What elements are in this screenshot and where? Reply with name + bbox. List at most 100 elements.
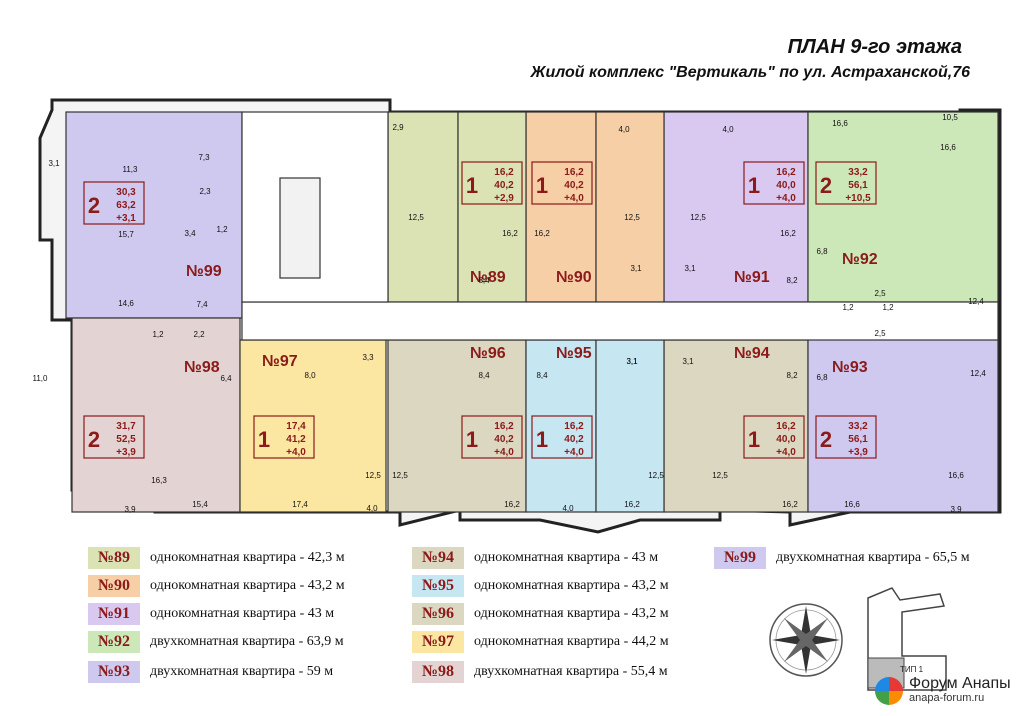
room-area-label: 1,2 <box>216 225 228 234</box>
room-area-label: 2,5 <box>874 289 886 298</box>
apartment-8 <box>525 339 597 513</box>
watermark-line1: Форум Анапы <box>909 675 1011 692</box>
room-count: 2 <box>88 193 100 218</box>
room-area-label: 4,0 <box>722 125 734 134</box>
living-area: 16,2 <box>494 167 514 178</box>
room-area-label: 6,8 <box>816 247 828 256</box>
living-area: 33,2 <box>848 167 868 178</box>
legend-swatch: №94 <box>412 547 464 569</box>
room-area-label: 3,1 <box>626 357 638 366</box>
room-area-label: 4,0 <box>366 504 378 513</box>
room-area-label: 8,4 <box>478 276 490 285</box>
apartment-number: №91 <box>734 269 770 286</box>
room-area-label: 2,2 <box>193 330 205 339</box>
room-area-label: 8,2 <box>786 276 798 285</box>
room-area-label: 8,4 <box>478 371 490 380</box>
apartment-number: №98 <box>184 359 220 376</box>
apartment-5 <box>71 317 241 513</box>
room-area-label: 7,4 <box>196 300 208 309</box>
legend-text: двухкомнатная квартира - 65,5 м <box>776 550 970 565</box>
legend-text: двухкомнатная квартира - 55,4 м <box>474 664 668 679</box>
forum-logo-icon <box>875 676 903 705</box>
balcony-area: +4,0 <box>564 193 584 204</box>
apartment-number: №97 <box>262 353 298 370</box>
legend-text: однокомнатная квартира - 42,3 м <box>150 550 345 565</box>
balcony-area: +4,0 <box>564 447 584 458</box>
total-area: 40,0 <box>776 434 796 445</box>
legend-swatch: №95 <box>412 575 464 597</box>
room-area-label: 12,5 <box>690 213 706 222</box>
watermark-line2: anapa-forum.ru <box>909 692 985 704</box>
apartment-card <box>815 415 877 459</box>
legend-text: однокомнатная квартира - 43,2 м <box>474 578 669 593</box>
apartment-card <box>531 161 593 205</box>
room-area-label: 4,0 <box>618 125 630 134</box>
room-area-label: 7,3 <box>198 153 210 162</box>
living-area: 31,7 <box>116 421 136 432</box>
room-area-label: 12,5 <box>408 213 424 222</box>
living-area: 30,3 <box>116 187 136 198</box>
room-area-label: 3,1 <box>630 264 642 273</box>
room-count: 2 <box>820 173 832 198</box>
room-count: 1 <box>748 173 760 198</box>
apartment-card <box>83 181 145 225</box>
total-area: 63,2 <box>116 200 136 211</box>
room-area-label: 15,7 <box>118 230 134 239</box>
room-area-label: 16,3 <box>151 476 167 485</box>
living-area: 17,4 <box>286 421 306 432</box>
legend-swatch: №98 <box>412 661 464 683</box>
legend-text: двухкомнатная квартира - 63,9 м <box>150 634 344 649</box>
balcony-area: +4,0 <box>776 193 796 204</box>
living-area: 16,2 <box>564 421 584 432</box>
room-area-label: 12,4 <box>970 369 986 378</box>
room-area-label: 11,3 <box>123 165 139 174</box>
room-area-label: 14,6 <box>118 299 134 308</box>
apartment-card <box>83 415 145 459</box>
room-count: 1 <box>748 427 760 452</box>
legend-swatch: №91 <box>88 603 140 625</box>
room-area-label: 16,2 <box>782 500 798 509</box>
room-area-label: 16,2 <box>502 229 518 238</box>
total-area: 40,2 <box>494 180 514 191</box>
apartment-number: №99 <box>186 263 222 280</box>
compass-rose <box>769 603 843 677</box>
balcony-area: +4,0 <box>494 447 514 458</box>
apartment-1 <box>387 111 459 303</box>
room-area-label: 12,5 <box>365 471 381 480</box>
room-area-label: 2,3 <box>199 187 211 196</box>
apartment-extension <box>457 111 527 303</box>
apartment-number: №94 <box>734 345 770 362</box>
room-area-label: 12,4 <box>968 297 984 306</box>
living-area: 16,2 <box>494 421 514 432</box>
apartment-card <box>743 161 805 205</box>
total-area: 40,2 <box>494 434 514 445</box>
legend-swatch: №96 <box>412 603 464 625</box>
room-area-label: 16,2 <box>780 229 796 238</box>
room-area-label: 12,5 <box>648 471 664 480</box>
total-area: 40,2 <box>564 434 584 445</box>
room-count: 1 <box>536 173 548 198</box>
room-area-label: 2,5 <box>874 329 886 338</box>
room-area-label: 12,5 <box>624 213 640 222</box>
total-area: 56,1 <box>848 434 868 445</box>
room-count: 1 <box>466 173 478 198</box>
legend-swatch: №97 <box>412 631 464 653</box>
room-area-label: 6,4 <box>220 374 232 383</box>
room-area-label: 12,5 <box>712 471 728 480</box>
legend-swatch: №93 <box>88 661 140 683</box>
room-area-label: 3,3 <box>362 353 374 362</box>
apartment-extension <box>595 339 665 513</box>
room-area-label: 3,1 <box>626 357 638 366</box>
room-area-label: 3,9 <box>950 505 962 514</box>
legend-swatch: №90 <box>88 575 140 597</box>
room-area-label: 15,4 <box>192 500 208 509</box>
legend-item: №95 однокомнатная квартира - 43,2 м <box>412 574 669 598</box>
room-area-label: 4,0 <box>562 504 574 513</box>
legend-swatch: №89 <box>88 547 140 569</box>
apartment-card <box>253 415 315 459</box>
